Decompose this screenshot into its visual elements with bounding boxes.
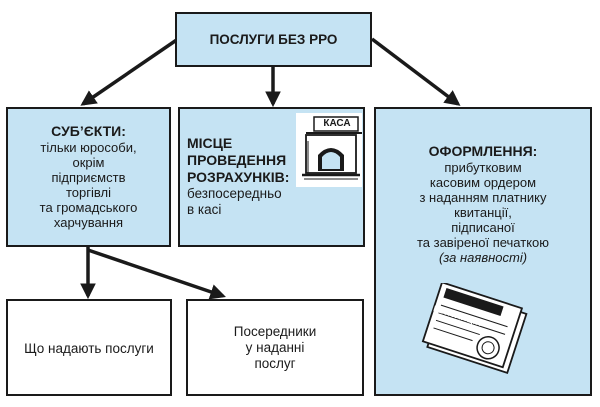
providers-box: Що надають послуги xyxy=(6,299,172,396)
arrow-to-intermediaries xyxy=(87,248,226,300)
registration-note: (за наявності) xyxy=(438,250,528,265)
arrow-to-registration xyxy=(370,37,461,106)
registration-heading: ОФОРМЛЕННЯ: xyxy=(428,143,538,159)
place-heading-line: МІСЦЕ xyxy=(187,135,233,151)
intermediaries-line: послуг xyxy=(254,356,296,371)
registration-box: ОФОРМЛЕННЯ: прибутковим касовим ордером … xyxy=(374,107,592,396)
intermediaries-line: Посередники xyxy=(233,324,317,339)
registration-line: з наданням платнику xyxy=(419,190,547,205)
place-box: МІСЦЕ ПРОВЕДЕННЯ РОЗРАХУНКІВ: безпосеред… xyxy=(178,107,365,247)
providers-label: Що надають послуги xyxy=(24,341,154,356)
registration-line: квитанції, xyxy=(454,205,512,220)
subjects-line: тільки юрособи, xyxy=(40,140,137,155)
place-body-line: в касі xyxy=(187,202,222,217)
intermediaries-line: у наданні xyxy=(245,340,305,355)
place-heading-line: ПРОВЕДЕННЯ xyxy=(187,152,287,168)
subjects-heading: СУБ’ЄКТИ: xyxy=(51,123,126,139)
registration-line: та завіреної печаткою xyxy=(416,235,550,250)
registration-text: ОФОРМЛЕННЯ: прибутковим касовим ордером … xyxy=(376,143,590,265)
arrow-to-subjects xyxy=(80,37,179,106)
registration-line: прибутковим xyxy=(444,160,522,175)
intermediaries-box: Посередники у наданні послуг xyxy=(186,299,364,396)
subjects-box: СУБ’ЄКТИ: тільки юрособи, окрім підприєм… xyxy=(6,107,171,247)
subjects-line: торгівлі xyxy=(66,185,111,200)
subjects-line: окрім xyxy=(72,155,105,170)
intermediaries-label: Посередники у наданні послуг xyxy=(188,324,362,372)
cash-desk-sign: КАСА xyxy=(323,118,351,129)
receipt-illustration xyxy=(421,283,528,375)
subjects-line: та громадського xyxy=(39,200,138,215)
subjects-text: СУБ’ЄКТИ: тільки юрособи, окрім підприєм… xyxy=(8,123,169,230)
place-heading-line: РОЗРАХУНКІВ: xyxy=(187,169,290,185)
subjects-line: підприємств xyxy=(51,170,126,185)
place-body-line: безпосередньо xyxy=(187,186,282,201)
top-box-title: ПОСЛУГИ БЕЗ РРО xyxy=(209,32,338,47)
place-text: МІСЦЕ ПРОВЕДЕННЯ РОЗРАХУНКІВ: безпосеред… xyxy=(187,135,297,218)
top-box: ПОСЛУГИ БЕЗ РРО xyxy=(175,12,372,67)
registration-line: підписаної xyxy=(451,220,515,235)
subjects-line: харчування xyxy=(53,215,124,230)
cash-desk-illustration xyxy=(296,113,362,187)
registration-line: касовим ордером xyxy=(429,175,537,190)
